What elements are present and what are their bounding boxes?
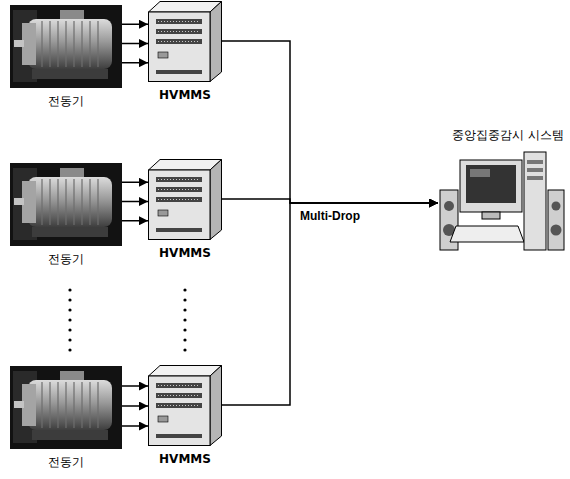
node-label: HVMMS — [159, 452, 211, 466]
picture-node: 중앙집중감시 시스템 — [438, 150, 566, 256]
connector-arrow — [122, 220, 148, 222]
node-label: HVMMS — [159, 246, 211, 260]
motor-photo — [10, 5, 122, 88]
monitor-unit: HVMMS — [148, 158, 222, 240]
node-label: HVMMS — [159, 88, 211, 102]
connector-arrow — [122, 425, 148, 427]
connector-arrow — [122, 405, 148, 407]
computer-icon — [440, 152, 564, 250]
motor-photo — [10, 163, 122, 246]
connector-arrow — [222, 203, 438, 405]
monitor-unit: HVMMS — [148, 0, 222, 82]
connector-arrow — [122, 182, 148, 184]
connector-arrow — [122, 62, 148, 64]
picture-node: 전동기 — [10, 163, 122, 246]
edge-label: Multi-Drop — [298, 209, 362, 223]
picture-node: 전동기 — [10, 366, 122, 449]
motor-photo — [10, 366, 122, 449]
node-label: 전동기 — [48, 252, 84, 266]
picture-node: 전동기 — [10, 5, 122, 88]
node-label: 전동기 — [48, 94, 84, 108]
node-label: 전동기 — [48, 455, 84, 469]
connector-arrow — [122, 385, 148, 387]
node-label: 중앙집중감시 시스템 — [452, 128, 564, 142]
hvmms-unit — [149, 2, 222, 82]
hvmms-unit — [149, 160, 222, 240]
connector-arrow — [122, 43, 148, 45]
connector-arrow — [122, 201, 148, 203]
ellipsis-dots — [68, 288, 186, 351]
connector-arrow — [122, 24, 148, 26]
monitor-unit: HVMMS — [148, 364, 222, 446]
hvmms-unit — [149, 366, 222, 446]
connector-arrow — [222, 41, 438, 203]
